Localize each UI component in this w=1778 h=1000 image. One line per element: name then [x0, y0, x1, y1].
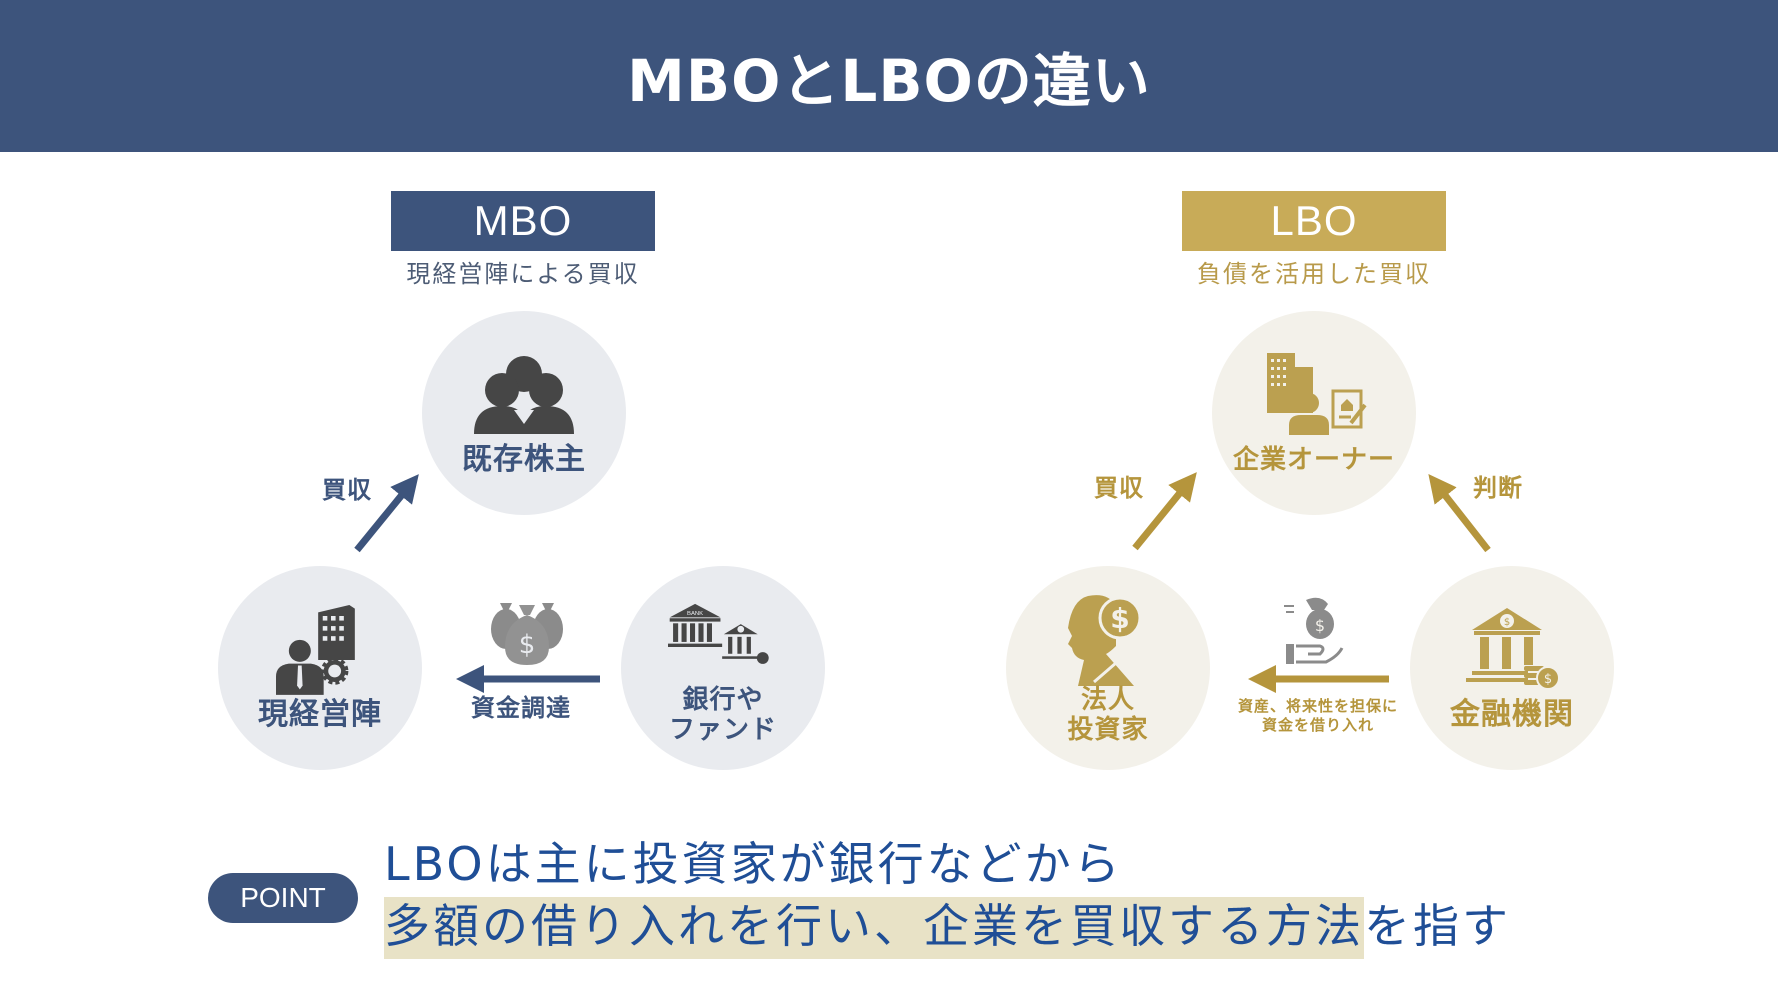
node-label-line2: ファンド [668, 715, 777, 745]
point-text-rest: を指す [1364, 899, 1511, 953]
node-label: 法人 投資家 [1067, 685, 1148, 745]
node-label: 銀行や ファンド [669, 685, 777, 745]
node-label: 既存株主 [462, 442, 586, 477]
loan-caption-line1: 資産、将来性を担保に [1237, 697, 1398, 715]
lbo-badge: LBO [1182, 191, 1446, 251]
bank-icon: BANK [668, 591, 778, 681]
svg-text:$: $ [1504, 617, 1510, 628]
point-text-line1: LBOは主に投資家が銀行などから [384, 837, 1123, 891]
point-highlight: 多額の借り入れを行い、企業を買収する方法 [384, 897, 1364, 959]
node-label-line2: 投資家 [1067, 715, 1149, 745]
mbo-funding-label: 資金調達 [471, 694, 571, 722]
node-label: 金融機関 [1450, 697, 1574, 732]
mbo-node-bank-fund: BANK 銀行や ファンド [621, 566, 825, 770]
investor-head-dollar-icon: $ [1053, 591, 1163, 686]
lbo-loan-caption: 資産、将来性を担保に 資金を借り入れ [1218, 697, 1418, 735]
node-label-line1: 銀行や [682, 685, 764, 715]
mbo-subtitle: 現経営陣による買収 [406, 260, 640, 288]
svg-text:$: $ [1315, 616, 1325, 635]
node-label: 企業オーナー [1232, 445, 1395, 475]
mbo-node-existing-shareholders: 既存株主 [422, 311, 626, 515]
svg-text:$: $ [519, 630, 536, 660]
hand-money-bag-icon: $ [1280, 596, 1350, 668]
point-text-line2: 多額の借り入れを行い、企業を買収する方法を指す [384, 890, 1511, 959]
svg-text:$: $ [1544, 672, 1552, 687]
lbo-node-company-owner: 企業オーナー [1212, 311, 1416, 515]
svg-text:$: $ [1110, 602, 1129, 635]
header-banner: MBOとLBOの違い [0, 0, 1778, 152]
point-badge: POINT [208, 873, 358, 923]
loan-caption-line2: 資金を借り入れ [1261, 716, 1374, 734]
mbo-badge: MBO [391, 191, 655, 251]
page-title: MBOとLBOの違い [627, 47, 1151, 115]
group-people-icon [469, 349, 579, 439]
svg-text:BANK: BANK [687, 611, 703, 617]
mbo-node-current-management: 現経営陣 [218, 566, 422, 770]
lbo-subtitle: 負債を活用した買収 [1197, 260, 1431, 288]
bank-coins-icon: $ $ [1457, 604, 1567, 694]
node-label-line1: 法人 [1080, 685, 1135, 715]
lbo-acquire-label: 買収 [1094, 474, 1144, 502]
mbo-acquire-label: 買収 [322, 476, 372, 504]
lbo-node-corporate-investor: $ 法人 投資家 [1006, 566, 1210, 770]
money-bags-icon: $ [488, 595, 566, 667]
lbo-judge-label: 判断 [1473, 474, 1523, 502]
businessman-building-icon [265, 604, 375, 695]
lbo-node-financial-institution: $ $ 金融機関 [1410, 566, 1614, 770]
company-owner-icon [1259, 351, 1369, 441]
node-label: 現経営陣 [258, 697, 382, 732]
